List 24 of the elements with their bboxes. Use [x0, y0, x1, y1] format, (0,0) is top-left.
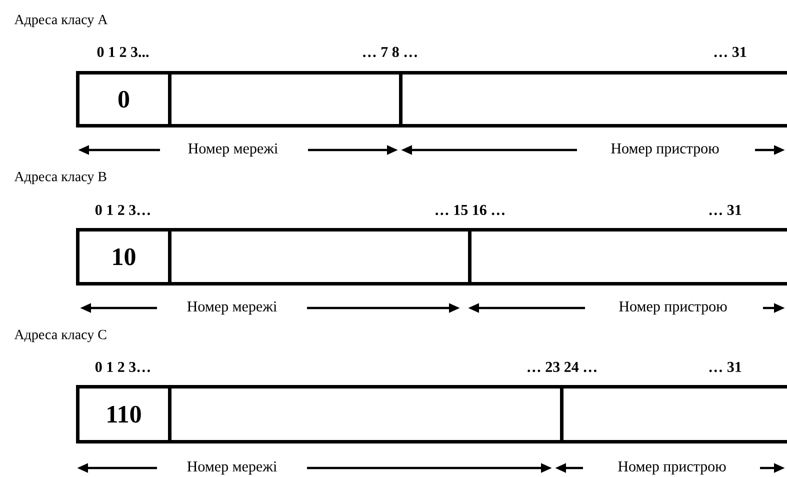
bit-numbers: … 31: [714, 46, 746, 58]
bit-field-cell: 110: [76, 385, 172, 444]
field-label: Номер пристрою: [611, 144, 719, 157]
bit-numbers: … 23 24 …: [528, 362, 596, 372]
bit-numbers: 0 1 2 3...: [97, 46, 149, 58]
bit-field-cell: 10: [76, 228, 172, 286]
field-label: Номер мережі: [187, 301, 277, 315]
bit-field-cell: 0: [76, 71, 172, 128]
field-label: Номер мережі: [187, 461, 277, 475]
bit-numbers: … 31: [709, 362, 742, 372]
field-cell: [468, 228, 787, 286]
bit-numbers: … 31: [709, 204, 742, 216]
field-cell: [560, 385, 787, 444]
class-title: Адреса класу A: [14, 14, 108, 28]
bit-numbers: … 7 8 …: [363, 46, 417, 58]
field-label: Номер мережі: [188, 143, 278, 157]
bit-numbers: 0 1 2 3…: [95, 362, 150, 372]
field-cell: [399, 71, 787, 128]
field-label: Номер пристрою: [619, 302, 727, 315]
bit-numbers: 0 1 2 3…: [95, 204, 150, 216]
bit-numbers: … 15 16 …: [436, 204, 504, 216]
class-title: Адреса класу B: [14, 172, 106, 184]
field-label: Номер пристрою: [618, 462, 726, 475]
class-title: Адреса класу C: [14, 330, 106, 342]
